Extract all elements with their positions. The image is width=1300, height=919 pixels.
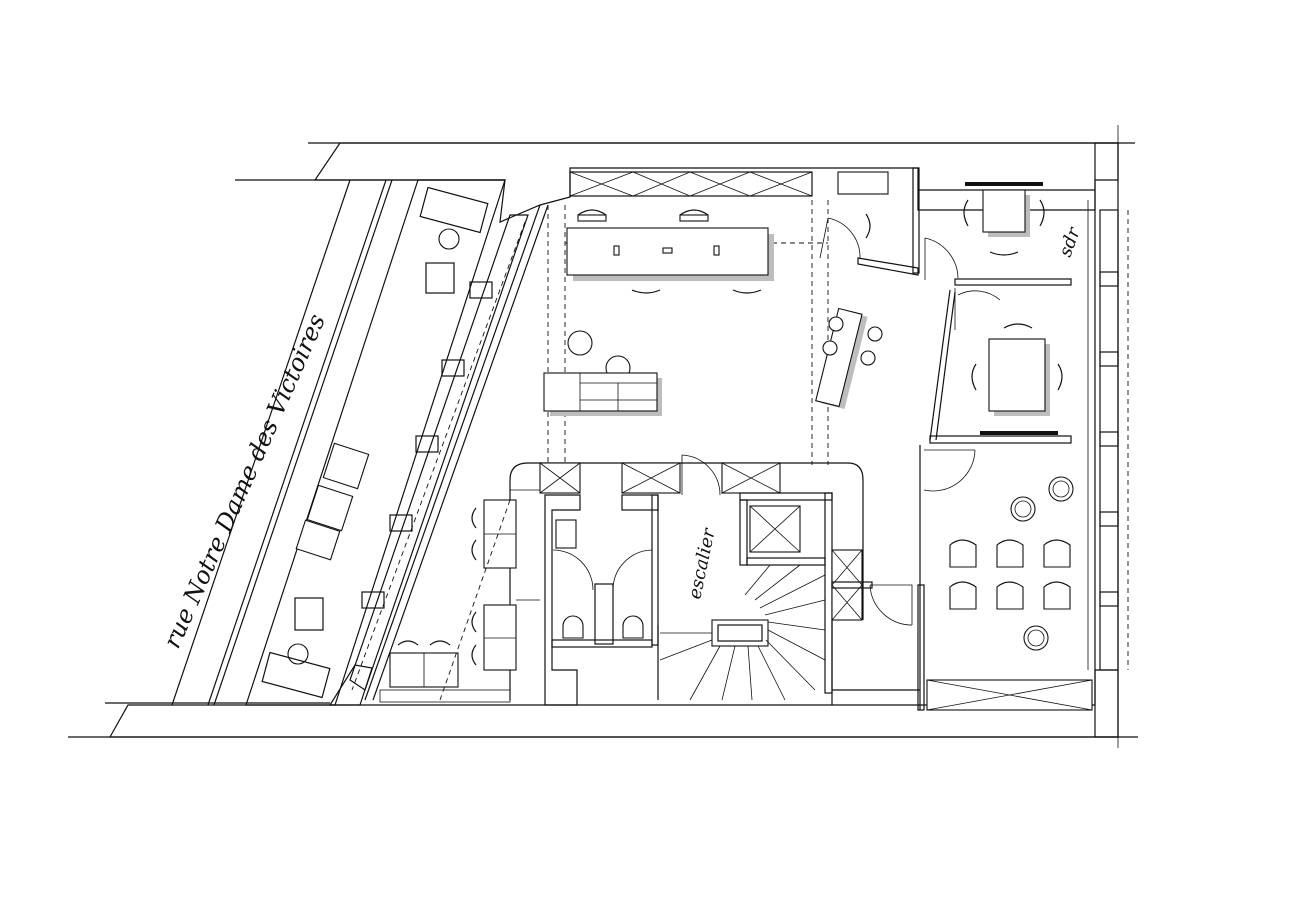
room-label-sdr: sdr bbox=[1055, 224, 1085, 260]
bar-seating bbox=[379, 489, 540, 703]
terrace-seating bbox=[261, 186, 489, 699]
main-room bbox=[543, 171, 883, 465]
stair-label: escalier bbox=[684, 525, 720, 601]
terrace bbox=[245, 179, 549, 706]
lower-right-room bbox=[869, 445, 1093, 711]
street-label: rue Notre Dame des Victoires bbox=[158, 310, 331, 653]
facade-piers bbox=[361, 281, 493, 609]
street: rue Notre Dame des Victoires bbox=[158, 179, 393, 706]
right-facade-windows bbox=[1087, 200, 1129, 671]
exterior-walls bbox=[68, 125, 1138, 748]
chairs-grid bbox=[949, 539, 1071, 610]
stair-treads bbox=[657, 564, 826, 701]
lounge bbox=[543, 330, 662, 416]
kitchen-island bbox=[566, 209, 774, 294]
service-core: escalier bbox=[509, 454, 920, 706]
upper-right-rooms: sdr bbox=[819, 167, 1095, 444]
dining-table bbox=[815, 307, 883, 410]
